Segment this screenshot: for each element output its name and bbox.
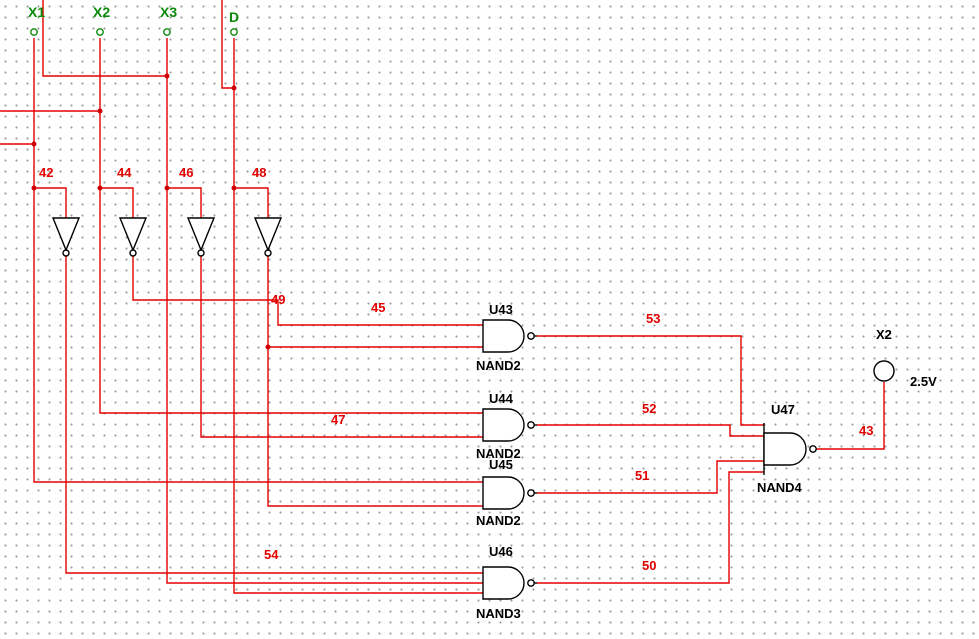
net-label-50: 50	[642, 558, 656, 573]
input-label-x2: X2	[93, 4, 110, 20]
input-label-d: D	[229, 9, 239, 25]
net-label-49: 49	[271, 292, 285, 307]
inverter-x2[interactable]	[118, 217, 148, 257]
gate-u47[interactable]: U47 NAND4	[757, 402, 817, 495]
gate-type-u46: NAND3	[476, 606, 521, 621]
input-x3[interactable]: X3	[160, 4, 177, 36]
gate-u45[interactable]: U45 NAND2	[476, 457, 537, 528]
gate-u43[interactable]: U43 NAND2	[476, 302, 537, 373]
gate-ref-u43: U43	[489, 302, 513, 317]
net-label-46: 46	[179, 165, 193, 180]
net-label-54: 54	[264, 547, 279, 562]
gate-ref-u47: U47	[771, 402, 795, 417]
net-label-52: 52	[642, 401, 656, 416]
junctions	[31, 73, 271, 350]
gate-type-u44: NAND2	[476, 446, 521, 461]
net-label-48: 48	[252, 165, 266, 180]
net-label-44: 44	[117, 165, 132, 180]
gate-u44[interactable]: U44 NAND2	[476, 391, 537, 461]
net-label-43: 43	[859, 423, 873, 438]
input-d[interactable]: D	[229, 9, 239, 36]
gate-u46[interactable]: U46 NAND3	[476, 544, 537, 621]
input-x1[interactable]: X1	[28, 4, 45, 36]
net-label-45: 45	[371, 300, 385, 315]
wires	[0, 0, 885, 594]
probe-voltage: 2.5V	[910, 374, 937, 389]
probe-name: X2	[876, 327, 892, 342]
gate-type-u45: NAND2	[476, 513, 521, 528]
net-label-51: 51	[635, 468, 649, 483]
inverter-x1[interactable]	[51, 217, 81, 257]
gate-type-u47: NAND4	[757, 480, 803, 495]
gate-type-u43: NAND2	[476, 358, 521, 373]
net-label-47: 47	[331, 412, 345, 427]
gate-ref-u45: U45	[489, 457, 513, 472]
input-label-x1: X1	[28, 4, 45, 20]
gate-ref-u46: U46	[489, 544, 513, 559]
net-label-42: 42	[39, 165, 53, 180]
input-x2[interactable]: X2	[93, 4, 110, 36]
input-label-x3: X3	[160, 4, 177, 20]
net-label-53: 53	[646, 311, 660, 326]
net-labels: 42 44 46 48 49 45 47 54 53 52 51 50 43	[39, 165, 873, 573]
gate-ref-u44: U44	[489, 391, 514, 406]
inverter-x3[interactable]	[186, 217, 216, 257]
inverter-d[interactable]	[253, 217, 283, 257]
voltage-probe[interactable]: X2 2.5V	[873, 327, 937, 389]
